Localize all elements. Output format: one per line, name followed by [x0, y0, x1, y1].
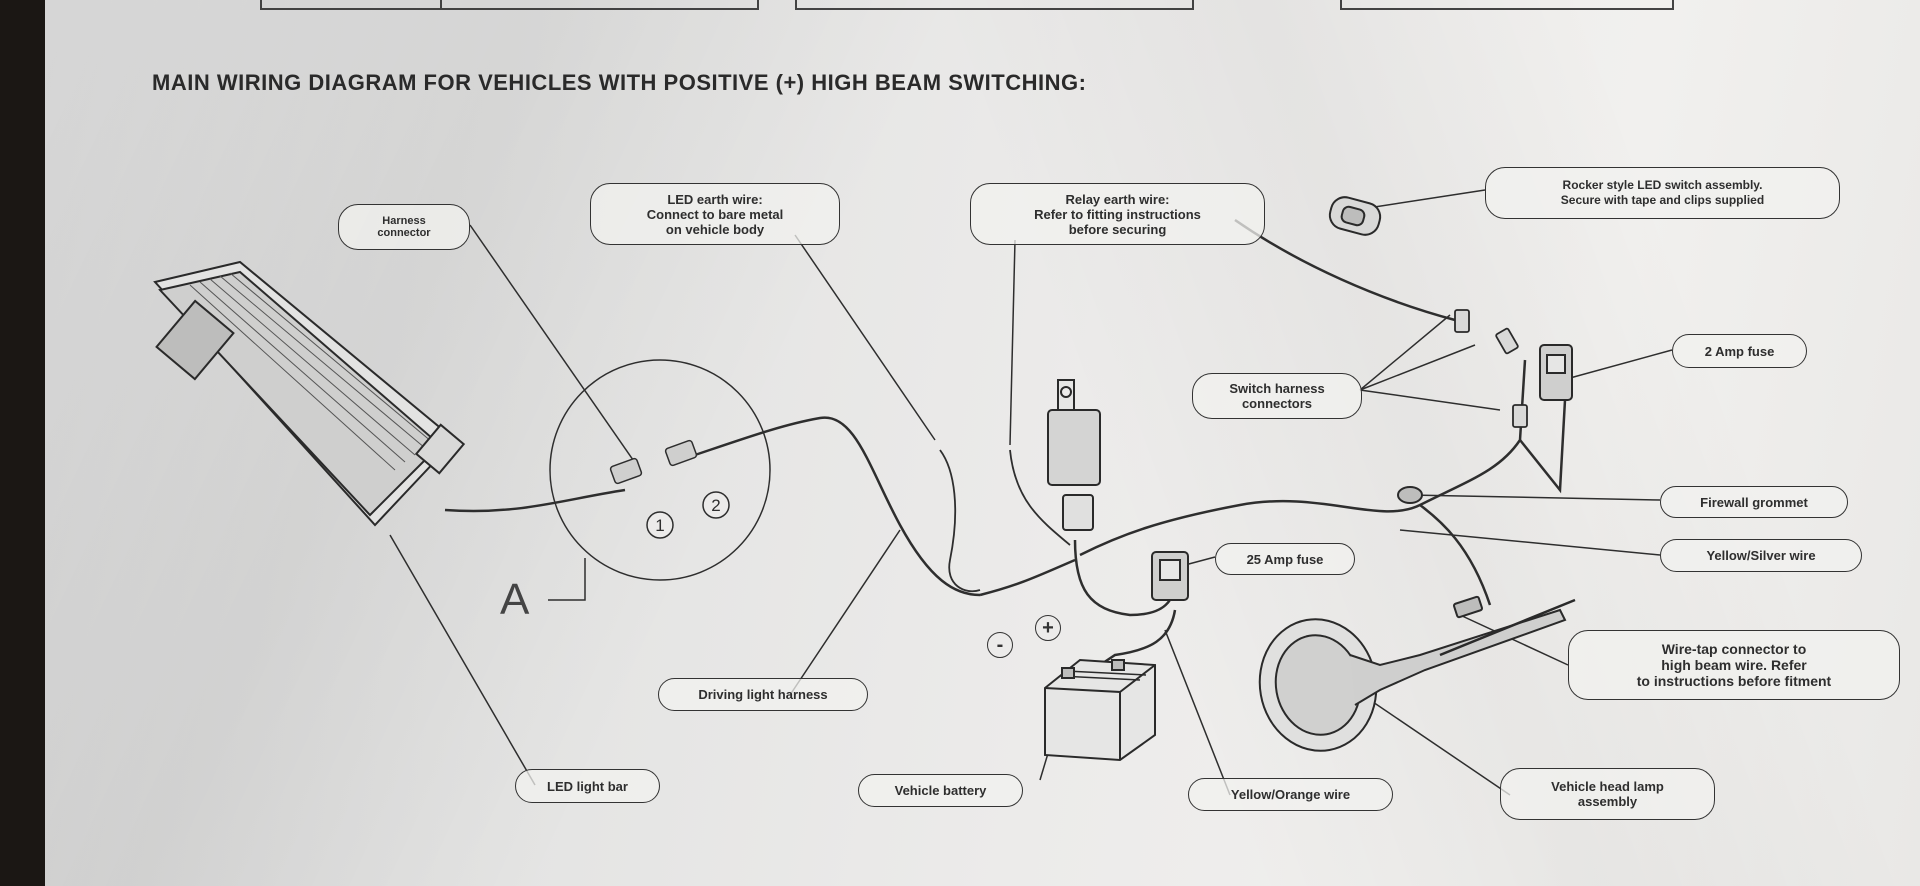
- table-fragment: [795, 0, 1194, 10]
- leader-wire-tap: [1459, 614, 1569, 666]
- label-yellow-silver-wire: Yellow/Silver wire: [1660, 539, 1862, 572]
- label-harness-connector: Harness connector: [338, 204, 470, 250]
- relay-body: [1047, 409, 1101, 486]
- leader-lines: [389, 189, 1673, 796]
- label-head-lamp: Vehicle head lamp assembly: [1500, 768, 1715, 820]
- wire-tap-connector: [1452, 595, 1484, 619]
- switch-cable: [1234, 218, 1456, 322]
- leader-2a-fuse: [1569, 349, 1673, 379]
- to-2a-fuse: [1519, 399, 1567, 494]
- leader-led-bar: [389, 534, 536, 786]
- harness-wires: [444, 218, 1567, 667]
- connector-1-number: 1: [655, 516, 664, 535]
- label-25a-fuse: 25 Amp fuse: [1215, 543, 1355, 575]
- detail-a-leader: [548, 558, 586, 601]
- leader-25a-fuse: [1184, 556, 1216, 566]
- relay-socket: [1062, 494, 1094, 531]
- fuse-to-battery: [1099, 609, 1177, 667]
- harness-to-switch: [1079, 359, 1527, 557]
- driving-light-harness-wire: [679, 416, 981, 597]
- label-rocker-switch: Rocker style LED switch assembly. Secure…: [1485, 167, 1840, 219]
- label-relay-earth-wire: Relay earth wire: Refer to fitting instr…: [970, 183, 1265, 245]
- leader-yellow-orange: [1164, 629, 1231, 796]
- label-firewall-grommet: Firewall grommet: [1660, 486, 1848, 518]
- fuse-holder-2a: [1539, 344, 1573, 401]
- battery-positive-marker: +: [1035, 615, 1061, 641]
- table-fragment: [260, 0, 759, 10]
- leader-led-earth: [794, 234, 936, 441]
- to-wire-tap: [1419, 504, 1492, 606]
- leader-switch-harness-3: [1359, 314, 1451, 391]
- connector-2-number: 2: [711, 496, 720, 515]
- label-switch-harness-connectors: Switch harness connectors: [1192, 373, 1362, 419]
- detail-marker-a: A: [500, 575, 530, 624]
- label-led-light-bar: LED light bar: [515, 769, 660, 803]
- switch-harness-plugs: [1454, 309, 1528, 428]
- leader-head-lamp: [1369, 699, 1511, 796]
- harness-to-relay: [979, 558, 1076, 597]
- battery-negative-marker: -: [987, 632, 1013, 658]
- vehicle-battery: [1044, 658, 1156, 762]
- head-lamp: [1258, 598, 1576, 752]
- leader-switch-harness-2: [1359, 389, 1501, 411]
- label-2a-fuse: 2 Amp fuse: [1672, 334, 1807, 368]
- connector-detail-circle: [549, 359, 771, 581]
- leader-firewall: [1409, 494, 1661, 501]
- fuse-holder-25a: [1151, 551, 1189, 601]
- label-wire-tap-connector: Wire-tap connector to high beam wire. Re…: [1568, 630, 1900, 700]
- led-light-bar: [153, 260, 466, 527]
- label-driving-light-harness: Driving light harness: [658, 678, 868, 711]
- leader-harness-connector: [469, 224, 641, 471]
- light-bar-cable: [444, 488, 626, 513]
- relay: [1047, 379, 1101, 531]
- label-yellow-orange-wire: Yellow/Orange wire: [1188, 778, 1393, 811]
- leader-switch-harness-1: [1359, 344, 1476, 391]
- led-earth-wire: [939, 449, 981, 593]
- label-vehicle-battery: Vehicle battery: [858, 774, 1023, 807]
- firewall-grommet: [1397, 486, 1423, 504]
- label-led-earth-wire: LED earth wire: Connect to bare metal on…: [590, 183, 840, 245]
- diagram-title: MAIN WIRING DIAGRAM FOR VEHICLES WITH PO…: [152, 70, 1087, 95]
- leader-yellow-silver: [1399, 529, 1661, 556]
- rocker-switch: [1328, 196, 1382, 236]
- light-bar-ribs: [189, 272, 433, 471]
- leader-driving-harness: [789, 529, 901, 696]
- paper-sheet: [45, 0, 1920, 886]
- relay-earth-wire: [1009, 449, 1071, 546]
- leader-relay-earth: [1009, 239, 1016, 446]
- table-fragment: [1340, 0, 1674, 10]
